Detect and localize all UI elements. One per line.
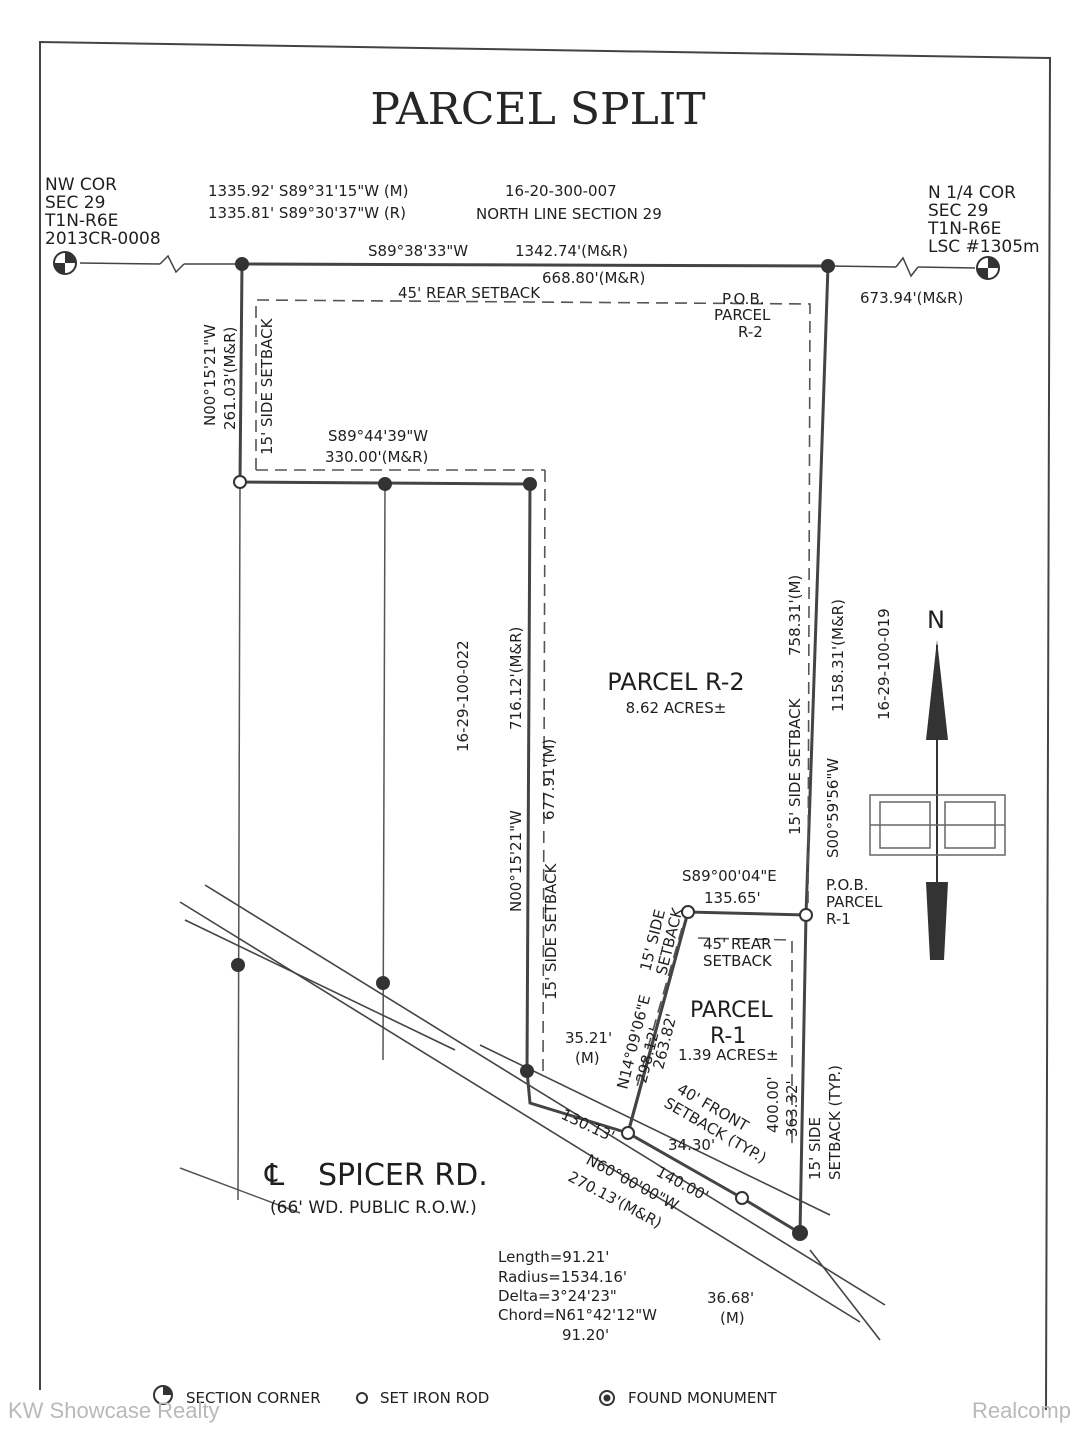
dim-34-30: 34.30' [668, 1136, 715, 1154]
r1-east-setback-a: 15' SIDE [806, 1117, 824, 1180]
road-row-width: (66' WD. PUBLIC R.O.W.) [270, 1198, 477, 1218]
east-side-setback: 15' SIDE SETBACK [786, 697, 804, 835]
parcel-r2-acres: 8.62 ACRES± [626, 699, 727, 717]
legend-found-monument: FOUND MONUMENT [628, 1389, 778, 1407]
nw-corner-label: NW COR SEC 29 T1N-R6E 2013CR-0008 [44, 175, 161, 249]
north-line-measured: 1335.92' S89°31'15"W (M) [208, 182, 408, 200]
legend-section-corner-icon [153, 1385, 173, 1405]
r1-east-d1: 400.00' [764, 1076, 782, 1133]
dim-36-68-note: (M) [720, 1309, 745, 1327]
pob-parcel-r2: P.O.B. PARCEL R-2 [714, 290, 775, 341]
legend: SECTION CORNER SET IRON ROD FOUND MONUME… [153, 1385, 778, 1407]
west-line-bearing: N00°15'21"W [201, 324, 219, 426]
north-section-line [79, 254, 976, 278]
curve-data: Length=91.21' Radius=1534.16' Delta=3°24… [498, 1248, 662, 1344]
north-line-segment: 668.80'(M&R) [542, 269, 645, 287]
section-corner-nw [53, 251, 77, 275]
watermark-left: KW Showcase Realty [8, 1398, 220, 1423]
east-line-distance-mr: 1158.31'(M&R) [829, 599, 847, 712]
mid-line-distance: 330.00'(M&R) [325, 448, 428, 466]
north-line-total: 1342.74'(M&R) [515, 242, 628, 260]
mid-line-bearing: S89°44'39"W [328, 427, 428, 445]
parcel-r2-name: PARCEL R-2 [607, 668, 744, 696]
r1-east-setback-b: SETBACK (TYP.) [826, 1065, 844, 1180]
parcel-id-west: 16-29-100-022 [454, 640, 472, 752]
dim-130-13: 130.13' [558, 1105, 617, 1145]
pob-parcel-r1: P.O.B. PARCEL R-1 [826, 876, 887, 928]
north-line-record: 1335.81' S89°30'37"W (R) [208, 204, 406, 222]
road-centerline-symbol: ℄ [264, 1158, 284, 1193]
survey-points [231, 257, 835, 1241]
dim-35-21: 35.21' [565, 1029, 612, 1047]
scale-stamp-icon [869, 794, 1006, 856]
r2-west-bearing: N00°15'21"W [507, 810, 525, 912]
west-line-distance: 261.03'(M&R) [221, 327, 239, 430]
r1-top-bearing: S89°00'04"E [682, 867, 777, 885]
drawing-frame [39, 40, 1052, 1411]
legend-set-iron-rod: SET IRON ROD [380, 1389, 489, 1407]
road-name: SPICER RD. [318, 1158, 488, 1193]
r1-east-d2: 363.32' [783, 1080, 801, 1137]
section-corner-n-quarter [976, 256, 1000, 280]
watermark-right: Realcomp [972, 1398, 1071, 1423]
rear-setback-r1: 45' REAR SETBACK [703, 935, 776, 970]
parcel-r1-acres: 1.39 ACRES± [678, 1046, 779, 1064]
east-line-distance-m: 758.31'(M) [786, 575, 804, 656]
legend-section-corner: SECTION CORNER [186, 1389, 321, 1407]
west-side-setback: 15' SIDE SETBACK [258, 317, 276, 455]
existing-lot-lines [179, 481, 386, 1214]
r2-west-distance-mr: 716.12'(M&R) [507, 627, 525, 730]
legend-iron-rod-icon [356, 1392, 368, 1404]
parcel-id-east: 16-29-100-019 [875, 608, 893, 720]
east-line-bearing: S00°59'56"W [824, 758, 842, 858]
parcel-r1-name: PARCEL R-1 [690, 998, 780, 1049]
r1-top-distance: 135.65' [704, 889, 761, 907]
setback-lines [255, 299, 811, 1150]
n-quarter-corner-label: N 1/4 COR SEC 29 T1N-R6E LSC #1305m [927, 183, 1040, 257]
dim-35-21-note: (M) [575, 1049, 600, 1067]
north-arrow: N [926, 606, 948, 960]
legend-found-monument-icon [599, 1390, 615, 1406]
parcel-id-north: 16-20-300-007 [505, 182, 617, 200]
rear-setback-top: 45' REAR SETBACK [398, 284, 541, 302]
drawing-title: PARCEL SPLIT [370, 84, 705, 135]
north-line-east-segment: 673.94'(M&R) [860, 289, 963, 307]
r2-west-distance-m: 677.91'(M) [540, 739, 558, 820]
north-arrow-label: N [927, 606, 945, 634]
spicer-road-lines [179, 884, 886, 1341]
dim-36-68: 36.68' [707, 1289, 754, 1307]
north-line-bearing: S89°38'33"W [368, 242, 468, 260]
north-line-section-label: NORTH LINE SECTION 29 [476, 205, 662, 223]
r2-west-setback: 15' SIDE SETBACK [542, 862, 560, 1000]
parcel-r2-boundary [238, 263, 830, 1135]
